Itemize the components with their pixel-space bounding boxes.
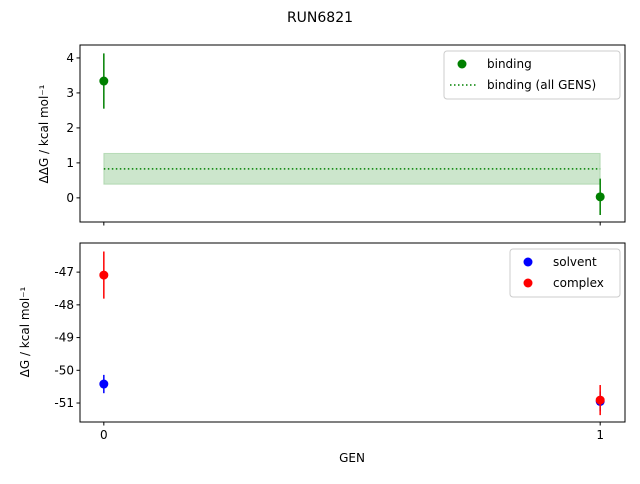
y-tick-label: -50 <box>54 363 74 377</box>
y-tick-label: 0 <box>66 191 74 205</box>
legend-label: binding (all GENS) <box>487 78 596 92</box>
x-tick-label: 0 <box>100 428 108 442</box>
y-tick-label: -47 <box>54 265 74 279</box>
panel-1: -47 -48 -49 -50 -51 0 1 solvent complex <box>54 242 626 442</box>
legend-marker <box>523 278 533 288</box>
bottom-y-axis-label: ΔG / kcal mol⁻¹ <box>18 286 32 377</box>
legend-label: solvent <box>553 255 597 269</box>
y-tick-label: 3 <box>66 86 74 100</box>
axes-frame <box>79 242 626 423</box>
chart-title: RUN6821 <box>287 10 353 26</box>
y-tick-label: 2 <box>66 121 74 135</box>
legend: solvent complex <box>509 248 621 298</box>
y-tick-label: 4 <box>66 51 74 65</box>
y-tick-label: -48 <box>54 298 74 312</box>
legend-marker <box>457 59 467 69</box>
data-point-binding <box>99 76 109 86</box>
data-point-solvent <box>99 379 109 389</box>
y-tick-label: -49 <box>54 331 74 345</box>
legend-marker <box>523 257 533 267</box>
legend-box <box>509 248 621 298</box>
top-y-axis-label: ΔΔG / kcal mol⁻¹ <box>37 84 51 183</box>
y-tick-label: 1 <box>66 156 74 170</box>
data-point-binding <box>595 192 605 202</box>
x-axis-label: GEN <box>339 451 365 465</box>
legend-label: complex <box>553 276 604 290</box>
axes-frame <box>79 44 626 223</box>
x-tick-label: 1 <box>596 428 604 442</box>
data-point-complex <box>99 270 109 280</box>
legend-box <box>443 50 621 100</box>
y-tick-label: -51 <box>54 396 74 410</box>
legend-label: binding <box>487 57 532 71</box>
data-point-complex <box>595 395 605 405</box>
legend: binding binding (all GENS) <box>443 50 621 100</box>
panel-0: 0 1 2 3 4 binding binding (all GENS) <box>66 44 626 226</box>
